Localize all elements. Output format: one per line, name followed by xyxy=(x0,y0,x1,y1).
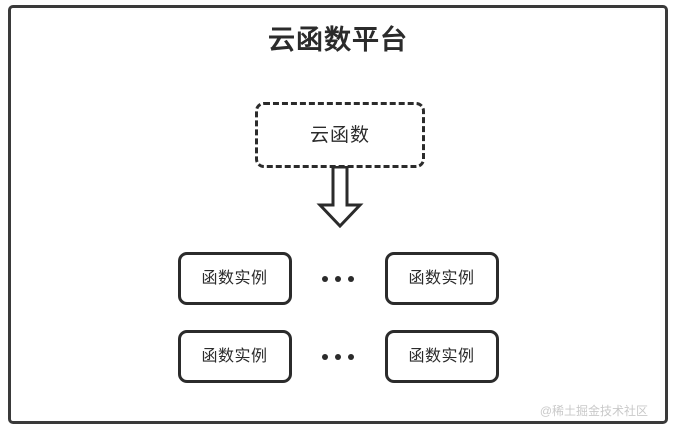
ellipsis-dot xyxy=(348,275,354,282)
cloud-function-box: 云函数 xyxy=(255,102,425,168)
page-title: 云函数平台 xyxy=(268,25,408,55)
function-instance-label: 函数实例 xyxy=(408,269,475,287)
cloud-function-label: 云函数 xyxy=(309,124,370,146)
ellipsis-dot xyxy=(322,353,328,360)
ellipsis-dot xyxy=(335,275,341,282)
function-instance-label: 函数实例 xyxy=(201,269,268,287)
ellipsis-icon xyxy=(292,252,385,305)
function-instance-label: 函数实例 xyxy=(408,347,475,365)
instance-row: 函数实例 函数实例 xyxy=(0,330,676,383)
instance-row: 函数实例 函数实例 xyxy=(0,252,676,305)
ellipsis-dot xyxy=(335,353,341,360)
function-instance-box[interactable]: 函数实例 xyxy=(177,252,292,305)
ellipsis-dot xyxy=(348,353,354,360)
down-arrow-icon xyxy=(312,165,368,229)
ellipsis-icon xyxy=(292,330,385,383)
function-instance-label: 函数实例 xyxy=(201,347,268,365)
function-instance-box[interactable]: 函数实例 xyxy=(384,330,499,383)
watermark: @稀土掘金技术社区 xyxy=(539,404,648,418)
function-instance-box[interactable]: 函数实例 xyxy=(384,252,499,305)
function-instance-box[interactable]: 函数实例 xyxy=(177,330,292,383)
ellipsis-dot xyxy=(322,275,328,282)
